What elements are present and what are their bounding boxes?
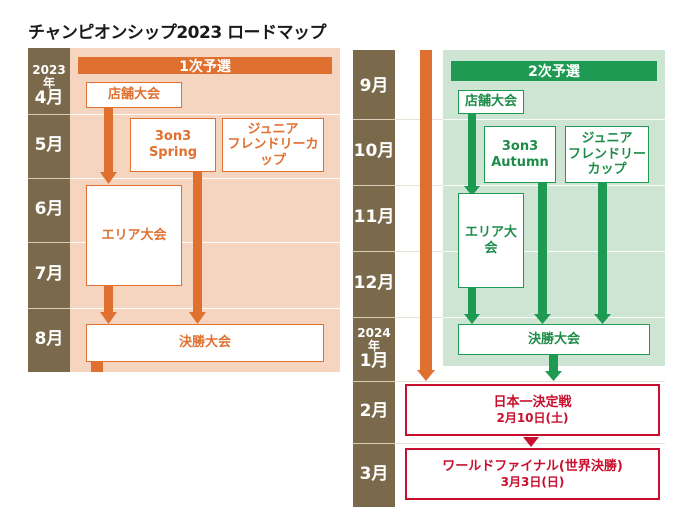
arrow-head: [189, 312, 206, 324]
phase2-store-tournament: 店舗大会: [458, 90, 524, 114]
year-label: 2023年: [32, 63, 66, 91]
month-label: 8月: [28, 308, 70, 372]
month-number: 6月: [34, 199, 64, 220]
world-final-name: ワールドファイナル(世界決勝): [442, 459, 623, 474]
arrow-line: [468, 288, 476, 316]
japan-final-date: 2月10日(土): [496, 410, 569, 425]
phase1-header-bar: 1次予選: [78, 57, 332, 75]
month-label: 11月: [353, 185, 395, 251]
month-number: 1月: [359, 350, 389, 371]
right-month-column: [353, 50, 395, 507]
month-label: 9月: [353, 55, 395, 119]
month-label: 3月: [353, 443, 395, 507]
arrow-head: [464, 314, 480, 324]
phase2-3on3-autumn: 3on3 Autumn: [484, 126, 556, 183]
month-number: 7月: [34, 264, 64, 285]
month-label: 2月: [353, 381, 395, 443]
arrow-head: [100, 172, 117, 184]
arrow-line: [468, 112, 476, 190]
month-number: 11月: [353, 207, 395, 228]
phase2-final-tournament: 決勝大会: [458, 324, 650, 355]
phase2-junior-friendly-cup: ジュニア フレンドリーカップ: [565, 126, 649, 183]
arrow-head: [545, 371, 562, 381]
month-number: 8月: [34, 329, 64, 350]
month-label: 6月: [28, 178, 70, 242]
month-number: 9月: [359, 76, 389, 97]
arrow-head: [417, 370, 435, 381]
phase1-3on3-spring: 3on3 Spring: [130, 118, 216, 172]
month-label: 12月: [353, 251, 395, 317]
phase1-junior-friendly-cup: ジュニア フレンドリーカップ: [222, 118, 324, 172]
month-label: 7月: [28, 242, 70, 308]
month-label: 2024年 1月: [353, 317, 395, 381]
arrow-line: [598, 183, 607, 316]
arrow-head: [594, 314, 611, 324]
month-label: 5月: [28, 114, 70, 178]
world-final-date: 3月3日(日): [500, 474, 565, 489]
japan-final-name: 日本一決定戦: [493, 395, 572, 410]
arrow-line: [193, 172, 202, 314]
month-number: 2月: [359, 401, 389, 422]
month-number: 12月: [353, 273, 395, 294]
year-label: 2024年: [357, 326, 391, 354]
month-label: 10月: [353, 119, 395, 185]
japan-final-box: 日本一決定戦 2月10日(土): [405, 384, 660, 436]
arrow-line: [104, 106, 113, 172]
left-month-column: [28, 48, 70, 372]
arrow-head: [464, 186, 480, 196]
arrow-head: [100, 312, 117, 324]
arrow-line: [549, 355, 558, 373]
month-number: 10月: [353, 141, 395, 162]
month-label: 2023年 4月: [28, 60, 70, 112]
month-number: 3月: [359, 464, 389, 485]
phase2-area-tournament: エリア大会: [458, 193, 524, 288]
page-title: チャンピオンシップ2023 ロードマップ: [28, 23, 327, 43]
month-number: 4月: [34, 87, 64, 108]
phase2-header-bar: 2次予選: [451, 61, 657, 81]
phase1-store-tournament: 店舗大会: [86, 82, 182, 108]
phase1-continuation-line: [420, 50, 432, 372]
world-final-box: ワールドファイナル(世界決勝) 3月3日(日): [405, 448, 660, 500]
arrow-line: [91, 362, 103, 372]
arrow-line: [104, 286, 113, 314]
arrow-line: [538, 183, 547, 316]
arrow-head: [523, 437, 539, 447]
phase1-final-tournament: 決勝大会: [86, 324, 324, 362]
phase1-area-tournament: エリア大会: [86, 185, 182, 286]
month-number: 5月: [34, 135, 64, 156]
arrow-head: [534, 314, 551, 324]
